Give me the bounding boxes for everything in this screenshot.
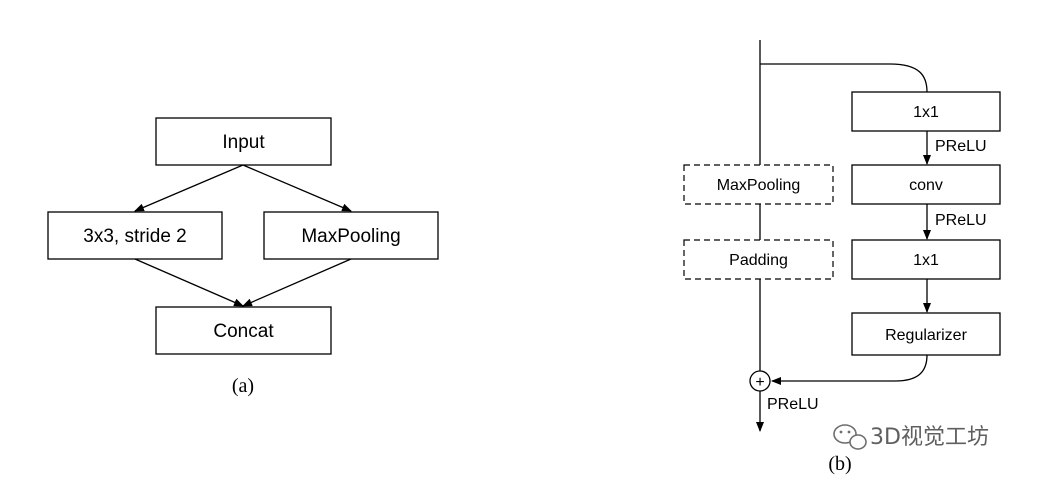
regularizer-node-label: Regularizer (885, 327, 967, 344)
panel-b: 1x1 PReLU conv PReLU 1x1 Regularizer Max… (683, 40, 1001, 475)
caption-b: (b) (828, 453, 851, 475)
maxpool-node-b-label: MaxPooling (717, 177, 801, 194)
branch-split-line (760, 63, 928, 93)
prelu-output-label: PReLU (767, 396, 819, 413)
wechat-icon (833, 424, 867, 450)
conv1x1-bottom-label: 1x1 (913, 252, 939, 269)
input-node-label: Input (222, 132, 265, 153)
watermark: 3D视觉工坊 (833, 424, 989, 450)
conv1x1-top-label: 1x1 (913, 104, 939, 121)
caption-a: (a) (232, 375, 254, 397)
conv-node-label: 3x3, stride 2 (83, 226, 187, 247)
arrow-conv-to-concat (134, 258, 244, 307)
arrow-maxpool-to-concat (242, 258, 352, 307)
sum-node: + (749, 370, 771, 392)
maxpool-node-label: MaxPooling (301, 226, 400, 247)
branch-merge-line (771, 354, 928, 385)
conv-node: 3x3, stride 2 (47, 211, 223, 260)
input-node: Input (155, 117, 332, 166)
padding-node: Padding (683, 239, 834, 280)
prelu-label-1: PReLU (935, 138, 987, 155)
maxpool-node-b: MaxPooling (683, 164, 834, 205)
conv1x1-bottom-node: 1x1 (851, 239, 1001, 280)
sum-symbol: + (755, 374, 764, 391)
panel-a: Input 3x3, stride 2 MaxPooling Concat (a… (47, 117, 439, 397)
padding-node-label: Padding (729, 252, 788, 269)
conv1x1-top-node: 1x1 (851, 91, 1001, 132)
arrow-input-to-maxpool (242, 164, 352, 212)
concat-node: Concat (155, 306, 332, 355)
conv-node-b-label: conv (909, 177, 943, 194)
maxpool-node: MaxPooling (263, 211, 439, 260)
conv-node-b: conv (851, 164, 1001, 205)
prelu-label-2: PReLU (935, 212, 987, 229)
arrow-input-to-conv (134, 164, 244, 212)
concat-node-label: Concat (213, 321, 274, 342)
watermark-text: 3D视觉工坊 (870, 425, 989, 450)
regularizer-node: Regularizer (851, 312, 1001, 356)
